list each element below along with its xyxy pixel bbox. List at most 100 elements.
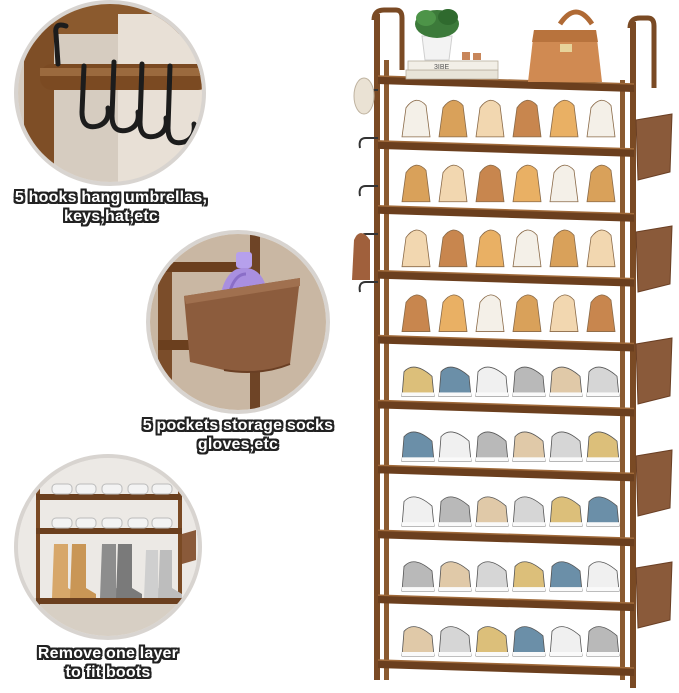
sneaker-sole <box>439 457 471 462</box>
rack-post <box>374 14 380 680</box>
heel-shoe <box>438 99 468 138</box>
hat-icon <box>353 77 375 115</box>
sneaker-sole <box>402 457 434 462</box>
heel-shoe <box>401 294 431 332</box>
sneaker-sole <box>550 392 582 397</box>
sneaker-sole <box>513 652 545 656</box>
heel-shoe <box>401 229 431 268</box>
sneaker-sole <box>550 457 582 462</box>
sneaker-shoe <box>438 561 472 592</box>
heel-shoe <box>512 164 542 203</box>
shelf-tier <box>378 530 634 547</box>
sneaker-sole <box>513 587 545 592</box>
pockets-closeup-circle <box>146 230 330 414</box>
sneaker-shoe <box>586 431 620 462</box>
sneaker-shoe <box>475 561 509 592</box>
boots-caption-line1: Remove one layer <box>37 645 179 662</box>
hooks-closeup-circle <box>14 0 206 186</box>
rack-handle <box>627 15 657 88</box>
sneaker-sole <box>402 652 434 656</box>
sneaker-sole <box>550 522 582 527</box>
heel-shoe <box>512 229 542 268</box>
sneaker-shoe <box>549 366 583 397</box>
sneaker-shoe <box>586 366 620 397</box>
pockets-caption-line1: 5 pockets storage socks <box>142 417 334 434</box>
sneaker-sole <box>513 457 545 462</box>
rack-post <box>620 80 625 680</box>
sneaker-sole <box>587 522 619 527</box>
sneaker-sole <box>587 392 619 397</box>
rack-post <box>384 60 389 680</box>
sneaker-shoe <box>549 561 583 592</box>
sneaker-shoe <box>401 496 435 527</box>
shelf-edge <box>377 399 635 410</box>
heel-shoe <box>586 229 616 268</box>
hanging-bag <box>352 233 370 280</box>
sneaker-shoe <box>512 561 546 592</box>
rack-post <box>630 22 636 688</box>
boots-closeup-circle <box>14 454 202 640</box>
sneaker-shoe <box>549 431 583 462</box>
sneaker-shoe <box>512 496 546 527</box>
sneaker-sole <box>402 392 434 397</box>
boots-caption: Remove one layer to fit boots <box>10 644 206 682</box>
heel-shoe <box>401 164 431 203</box>
sneaker-sole <box>476 587 508 592</box>
sneaker-sole <box>402 522 434 527</box>
hooks-caption-line2: keys,hat,etc <box>63 208 158 225</box>
sneaker-shoe <box>401 366 435 397</box>
sneaker-shoe <box>549 496 583 527</box>
sneaker-shoe <box>475 431 509 462</box>
sneaker-shoe <box>475 626 509 657</box>
sneaker-shoe <box>549 626 583 657</box>
sneaker-shoe <box>401 431 435 462</box>
heel-shoe <box>401 99 431 138</box>
sneaker-shoe <box>512 626 546 657</box>
handbag-icon <box>528 9 602 82</box>
heel-shoe <box>549 164 579 203</box>
sneaker-sole <box>550 652 582 656</box>
shelf-tier <box>378 595 634 612</box>
hook-icon <box>53 22 197 146</box>
shelf-tier <box>378 465 634 482</box>
heel-shoe <box>475 229 505 268</box>
sneaker-shoe <box>586 496 620 527</box>
sneaker-shoe <box>586 561 620 592</box>
heel-shoe <box>586 294 616 332</box>
heel-shoe <box>586 164 616 203</box>
sneaker-shoe <box>475 496 509 527</box>
hook-icon <box>358 281 378 293</box>
boot-icon <box>52 544 182 598</box>
sneaker-shoe <box>438 496 472 527</box>
sneaker-sole <box>513 522 545 527</box>
side-pocket <box>635 113 673 181</box>
sneaker-sole <box>587 652 619 656</box>
hooks-caption: 5 hooks hang umbrellas, keys,hat,etc <box>0 188 222 226</box>
sneaker-shoe <box>586 626 620 657</box>
sneaker-shoe <box>401 626 435 657</box>
sneaker-shoe <box>438 366 472 397</box>
side-pocket <box>635 449 673 517</box>
side-pocket <box>635 561 673 629</box>
heel-shoe <box>549 229 579 268</box>
heel-shoe <box>512 294 542 332</box>
shelf-tier <box>378 76 634 92</box>
heel-shoe <box>512 99 542 138</box>
heel-shoe <box>438 229 468 268</box>
book-spine-text: 3IBE <box>434 64 450 71</box>
pockets-caption-line2: gloves,etc <box>197 436 279 453</box>
sneaker-shoe <box>475 366 509 397</box>
plant-icon <box>415 9 459 61</box>
book-stack: 3IBE <box>405 60 499 80</box>
heel-shoe <box>475 294 505 332</box>
hook-icon <box>358 185 378 197</box>
sneaker-shoe <box>512 366 546 397</box>
shelf-edge <box>377 140 635 150</box>
sneaker-sole <box>402 587 434 592</box>
shelf-edge <box>377 594 635 604</box>
sneaker-sole <box>587 587 619 592</box>
shelf-edge <box>377 659 635 669</box>
sneaker-sole <box>476 522 508 527</box>
heel-shoe <box>475 99 505 138</box>
sneaker-sole <box>476 652 508 656</box>
